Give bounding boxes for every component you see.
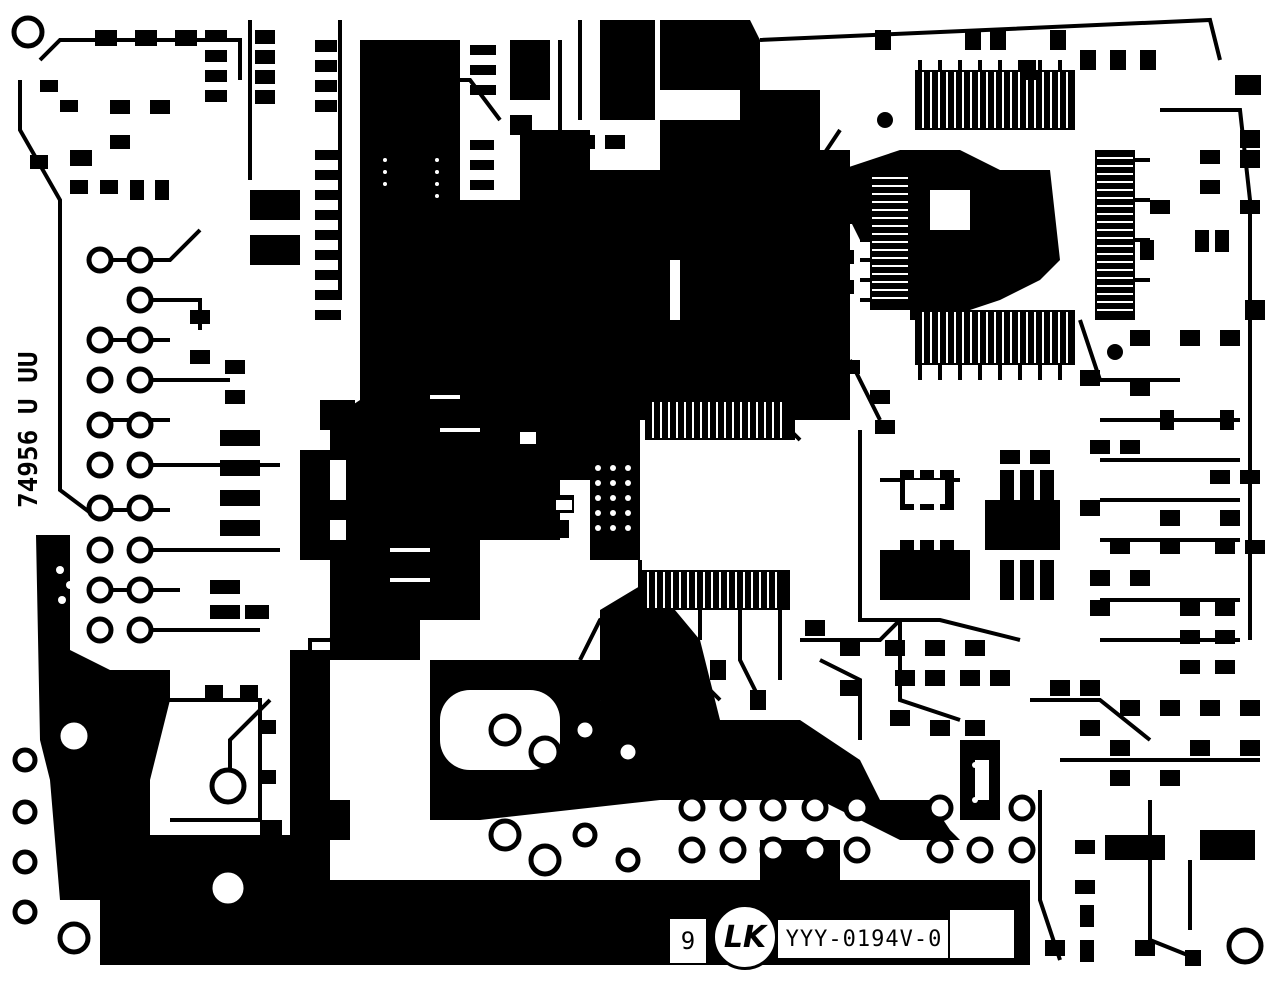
smd-pads [30, 25, 1265, 966]
pour-clearances [330, 190, 989, 800]
manufacturer-logo: LK [712, 904, 778, 970]
lot-code-box [948, 908, 1016, 960]
ic-lead-gaps [647, 72, 1133, 608]
board-number-label: 9 [668, 917, 708, 965]
via-grid [56, 158, 988, 803]
side-code-text: 74956 U UU [14, 351, 44, 509]
copper-pours [36, 20, 1255, 965]
part-number-label: YYY-0194V-0 [776, 918, 952, 960]
through-hole-pads [11, 15, 1264, 965]
